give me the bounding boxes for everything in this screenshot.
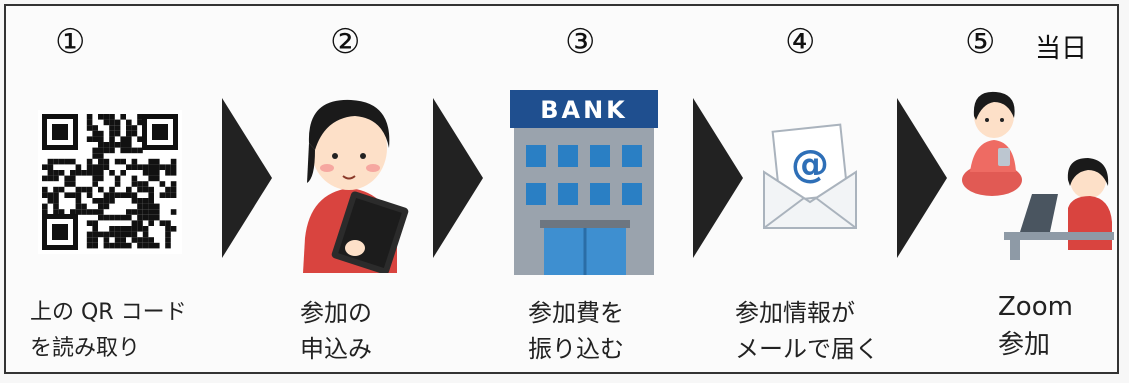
- step-3-caption-line-2: 振り込む: [528, 335, 624, 363]
- step-2-caption-line-1: 参加の: [300, 299, 372, 327]
- step-4-number: ④: [785, 22, 816, 62]
- next-arrow-4: [897, 98, 947, 258]
- email-envelope-icon: @: [763, 123, 857, 229]
- bank-building-icon: BANK: [510, 90, 658, 275]
- day-label: 当日: [1035, 34, 1088, 64]
- step-2-caption-line-2: 申込み: [300, 335, 372, 363]
- step-5-caption: Zoom 参加: [998, 288, 1073, 364]
- woman-with-clipboard-icon: [303, 99, 409, 273]
- step-3-caption: 参加費を 振り込む: [528, 295, 624, 367]
- zoom-participants-icon: [962, 91, 1114, 260]
- next-arrow-1: [222, 98, 272, 258]
- step-4-caption: 参加情報が メールで届く: [735, 295, 879, 367]
- bank-sign: BANK: [540, 96, 628, 124]
- next-arrow-2: [433, 98, 483, 258]
- step-4-caption-line-2: メールで届く: [735, 335, 879, 363]
- step-1-caption-line-1: 上の QR コード: [30, 300, 187, 325]
- step-2-caption: 参加の 申込み: [300, 295, 372, 367]
- step-5-caption-line-2: 参加: [998, 330, 1051, 360]
- step-4-caption-line-1: 参加情報が: [735, 299, 855, 327]
- step-3-number: ③: [565, 22, 596, 62]
- step-1-caption: 上の QR コード を読み取り: [30, 295, 187, 367]
- step-5-number: ⑤: [965, 22, 996, 62]
- step-1-caption-line-2: を読み取り: [30, 336, 141, 361]
- step-1-number: ①: [55, 22, 86, 62]
- email-at-symbol: @: [791, 142, 829, 186]
- qr-code-icon: [38, 110, 182, 254]
- step-2-number: ②: [330, 22, 361, 62]
- step-3-caption-line-1: 参加費を: [528, 299, 624, 327]
- next-arrow-3: [693, 98, 743, 258]
- step-5-caption-line-1: Zoom: [998, 292, 1073, 322]
